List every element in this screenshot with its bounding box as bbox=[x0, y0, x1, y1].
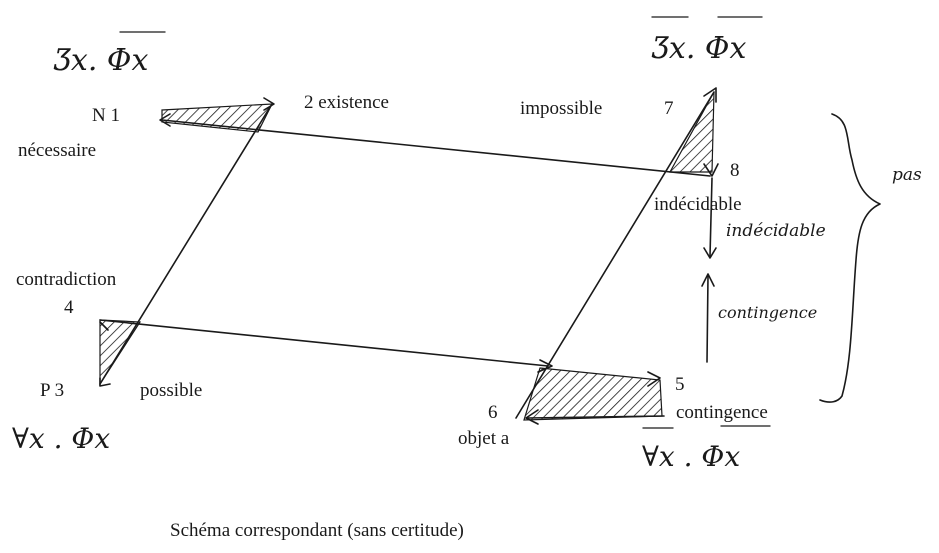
label-contingence: contingence bbox=[676, 402, 768, 423]
arrow-head-5b bbox=[537, 359, 553, 373]
formula-top-right-text: Ʒx. Φx bbox=[651, 31, 747, 66]
arrow-head-8 bbox=[703, 163, 719, 177]
formula-bottom-right: ∀x . Φx bbox=[642, 425, 771, 473]
label-4: 4 bbox=[64, 297, 74, 318]
label-7: 7 bbox=[664, 98, 674, 119]
label-8: 8 bbox=[730, 160, 740, 181]
formula-top-left-text: Ʒx. Φx bbox=[53, 43, 149, 78]
hatch-region-bottom bbox=[523, 367, 663, 421]
line-4-to-5 bbox=[99, 319, 549, 367]
arrow-head-1 bbox=[159, 113, 171, 127]
arrow-head-6 bbox=[525, 409, 539, 425]
label-p3: P 3 bbox=[40, 380, 64, 401]
right-brace bbox=[819, 113, 881, 403]
arrow-head-down bbox=[703, 247, 717, 259]
arrow-head-up bbox=[701, 273, 715, 287]
line-1-to-8 bbox=[161, 119, 711, 177]
label-indecidable: indécidable bbox=[654, 194, 742, 215]
formula-bottom-left-text: ∀x . Φx bbox=[12, 422, 110, 455]
arrow-head-3 bbox=[99, 377, 111, 387]
handwritten-pas: pas bbox=[892, 165, 922, 185]
arrow-head-2 bbox=[263, 97, 275, 111]
arrow-head-4 bbox=[99, 321, 109, 331]
arrow-down-indecidable bbox=[709, 177, 713, 257]
handwritten-indecidable: indécidable bbox=[726, 221, 826, 241]
caption: Schéma correspondant (sans certitude) bbox=[170, 520, 464, 541]
formula-bottom-right-text: ∀x . Φx bbox=[642, 440, 740, 473]
label-6: 6 bbox=[488, 402, 498, 423]
formula-bottom-left: ∀x . Φx bbox=[12, 422, 110, 455]
label-n1: N 1 bbox=[92, 105, 120, 126]
arrow-up-contingence bbox=[706, 275, 709, 363]
handwritten-contingence: contingence bbox=[718, 303, 817, 322]
label-necessaire: nécessaire bbox=[18, 140, 96, 161]
line-6-to-contingence bbox=[527, 415, 665, 419]
formula-top-left: Ʒx. Φx bbox=[53, 31, 166, 78]
hatch-region-top-left bbox=[161, 103, 273, 133]
hatch-region-top-right bbox=[668, 91, 715, 173]
label-contradiction: contradiction bbox=[16, 269, 117, 290]
arrow-head-7 bbox=[703, 87, 717, 103]
label-5: 5 bbox=[675, 374, 685, 395]
formula-top-right: Ʒx. Φx bbox=[651, 16, 763, 66]
label-objet-a: objet a bbox=[458, 428, 510, 449]
line-2-to-3 bbox=[99, 103, 273, 385]
label-impossible: impossible bbox=[520, 98, 602, 119]
label-existence: 2 existence bbox=[304, 92, 389, 113]
label-possible: possible bbox=[140, 380, 202, 401]
arrow-head-5 bbox=[647, 371, 661, 387]
